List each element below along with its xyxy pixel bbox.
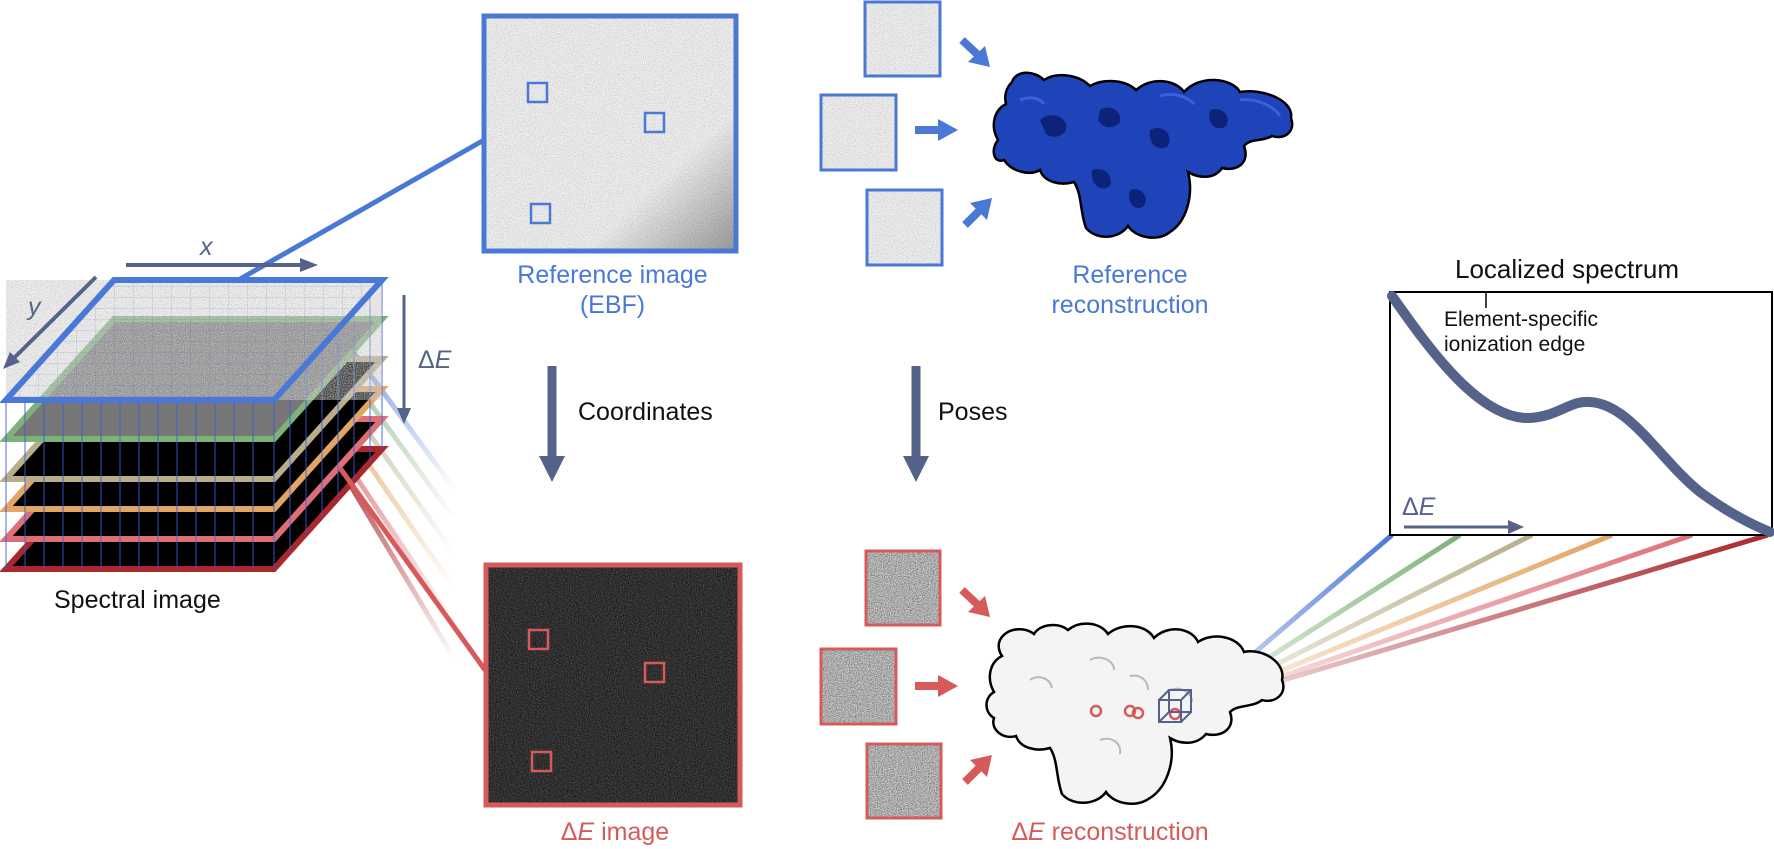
de-particle-crops [819,549,943,820]
de-reconstruction-label: ΔE reconstruction [1011,818,1209,846]
axis-x-label: x [200,233,213,261]
connector-to-reference-image [238,137,486,282]
axis-y-label: y [28,293,41,321]
particle-box [643,111,666,134]
spectrum-axis-delta-e-label: ΔE [1402,493,1436,521]
element-site [1123,704,1137,718]
ionization-edge-annotation: Element-specific ionization edge [1444,308,1599,357]
particle-box [526,81,549,104]
reference-image [481,13,739,254]
reference-particle-crops [819,0,944,267]
de-crop-arrows [915,587,992,785]
coordinates-arrow [539,366,565,482]
axis-delta-e-label: ΔE [418,346,452,374]
coordinates-label: Coordinates [578,398,713,426]
particle-box [530,750,553,773]
spectrum-curve [1387,291,1774,537]
reference-crop-arrows [915,37,992,228]
reference-image-label: Reference image (EBF) [517,261,708,319]
reference-reconstruction-label: Reference reconstruction [1051,261,1209,319]
localized-spectrum-panel [1387,291,1774,537]
poses-label: Poses [938,398,1008,426]
particle-box [529,202,552,225]
element-site [1089,704,1103,718]
particle-box [643,661,666,684]
reference-reconstruction-density [992,71,1294,239]
localized-spectrum-title: Localized spectrum [1455,254,1679,284]
local-voxel-box [1158,689,1192,723]
de-reconstruction-density [985,622,1285,805]
particle-box [527,628,550,651]
de-image [483,562,743,808]
de-image-label: ΔE image [560,818,670,846]
element-site [1131,706,1145,720]
spectral-image-label: Spectral image [54,586,221,614]
spectral-image-cube [0,137,486,662]
connector-to-de-image [337,466,488,672]
poses-arrow [903,366,929,482]
